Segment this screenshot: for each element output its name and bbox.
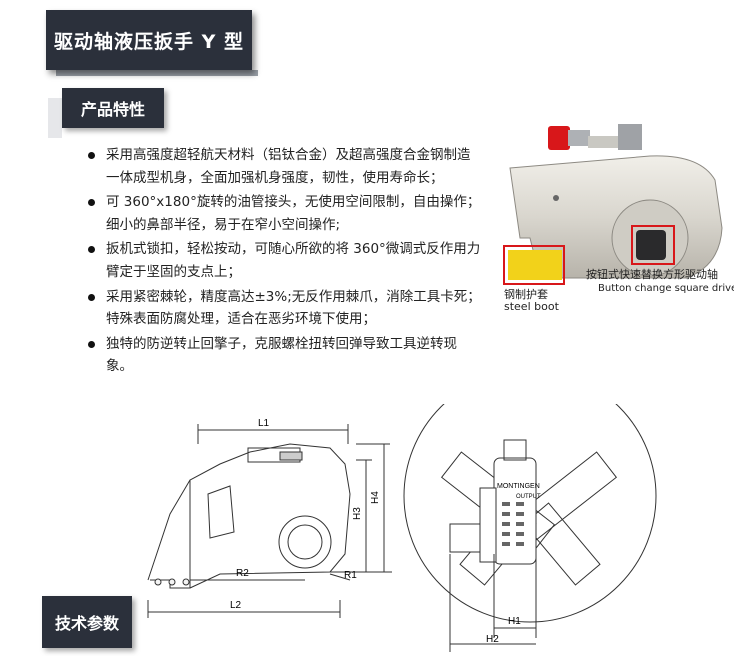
square-driver-label-en: Button change square driver (598, 283, 734, 294)
feature-text: 扳机式锁扣，轻松按动，可随心所欲的将 360°微调式反作用力臂定于坚固的支点上； (106, 241, 481, 280)
square-driver-icon (636, 230, 666, 260)
specs-section-header: 技术参数 (42, 596, 132, 648)
dim-h1: H1 (508, 616, 521, 627)
product-title: 驱动轴液压扳手 Y 型 (54, 30, 244, 53)
specs-section-title: 技术参数 (54, 614, 119, 633)
dimension-drawing: L1 R2 L2 R1 H3 H4 MONTINGEN OUTPUT H1 H2 (147, 404, 657, 652)
dim-l1: L1 (258, 418, 270, 429)
dim-h3: H3 (352, 507, 363, 520)
bullet-icon (88, 246, 95, 254)
bullet-icon (88, 199, 95, 207)
steel-boot-label-en: steel boot (504, 300, 559, 313)
dim-l2: L2 (230, 600, 242, 611)
feature-text: 独特的防逆转止回擎子，克服螺栓扭转回弹导致工具逆转现象。 (106, 335, 457, 375)
feature-text: 可 360°x180°旋转的油管接头，无使用空间限制，自由操作；细小的鼻部半径，… (106, 194, 481, 233)
feature-text: 采用高强度超轻航天材料（铝钛合金）及超高强度合金钢制造一体成型机身，全面加强机身… (106, 147, 471, 186)
brand-label: MONTINGEN (497, 483, 540, 490)
feature-item: 采用高强度超轻航天材料（铝钛合金）及超高强度合金钢制造一体成型机身，全面加强机身… (88, 144, 483, 189)
dim-r1: R1 (344, 570, 357, 581)
feature-item: 采用紧密棘轮，精度高达±3%;无反作用棘爪，消除工具卡死；特殊表面防腐处理，适合… (88, 286, 483, 331)
square-driver-label-cn: 按钮式快速替换方形驱动轴 (586, 268, 718, 281)
features-section-header: 产品特性 (48, 88, 164, 138)
dim-h2: H2 (486, 634, 499, 645)
steel-boot-label-cn: 钢制护套 (504, 288, 548, 301)
product-title-banner: 驱动轴液压扳手 Y 型 (46, 10, 258, 76)
wrench-photo (503, 124, 723, 285)
feature-item: 独特的防逆转止回擎子，克服螺栓扭转回弹导致工具逆转现象。 (88, 333, 483, 378)
feature-item: 可 360°x180°旋转的油管接头，无使用空间限制，自由操作；细小的鼻部半径，… (88, 191, 483, 236)
bullet-icon (88, 340, 95, 348)
features-section-title: 产品特性 (80, 100, 145, 119)
feature-item: 扳机式锁扣，轻松按动，可随心所欲的将 360°微调式反作用力臂定于坚固的支点上； (88, 238, 483, 283)
bullet-icon (88, 293, 95, 301)
bullet-icon (88, 152, 95, 159)
feature-list: 采用高强度超轻航天材料（铝钛合金）及超高强度合金钢制造一体成型机身，全面加强机身… (88, 144, 483, 380)
dim-r2: R2 (236, 568, 249, 579)
hose-connector-icon (548, 126, 570, 150)
output-label: OUTPUT (516, 494, 541, 500)
feature-text: 采用紧密棘轮，精度高达±3%;无反作用棘爪，消除工具卡死；特殊表面防腐处理，适合… (106, 288, 481, 328)
dim-h4: H4 (370, 491, 381, 504)
